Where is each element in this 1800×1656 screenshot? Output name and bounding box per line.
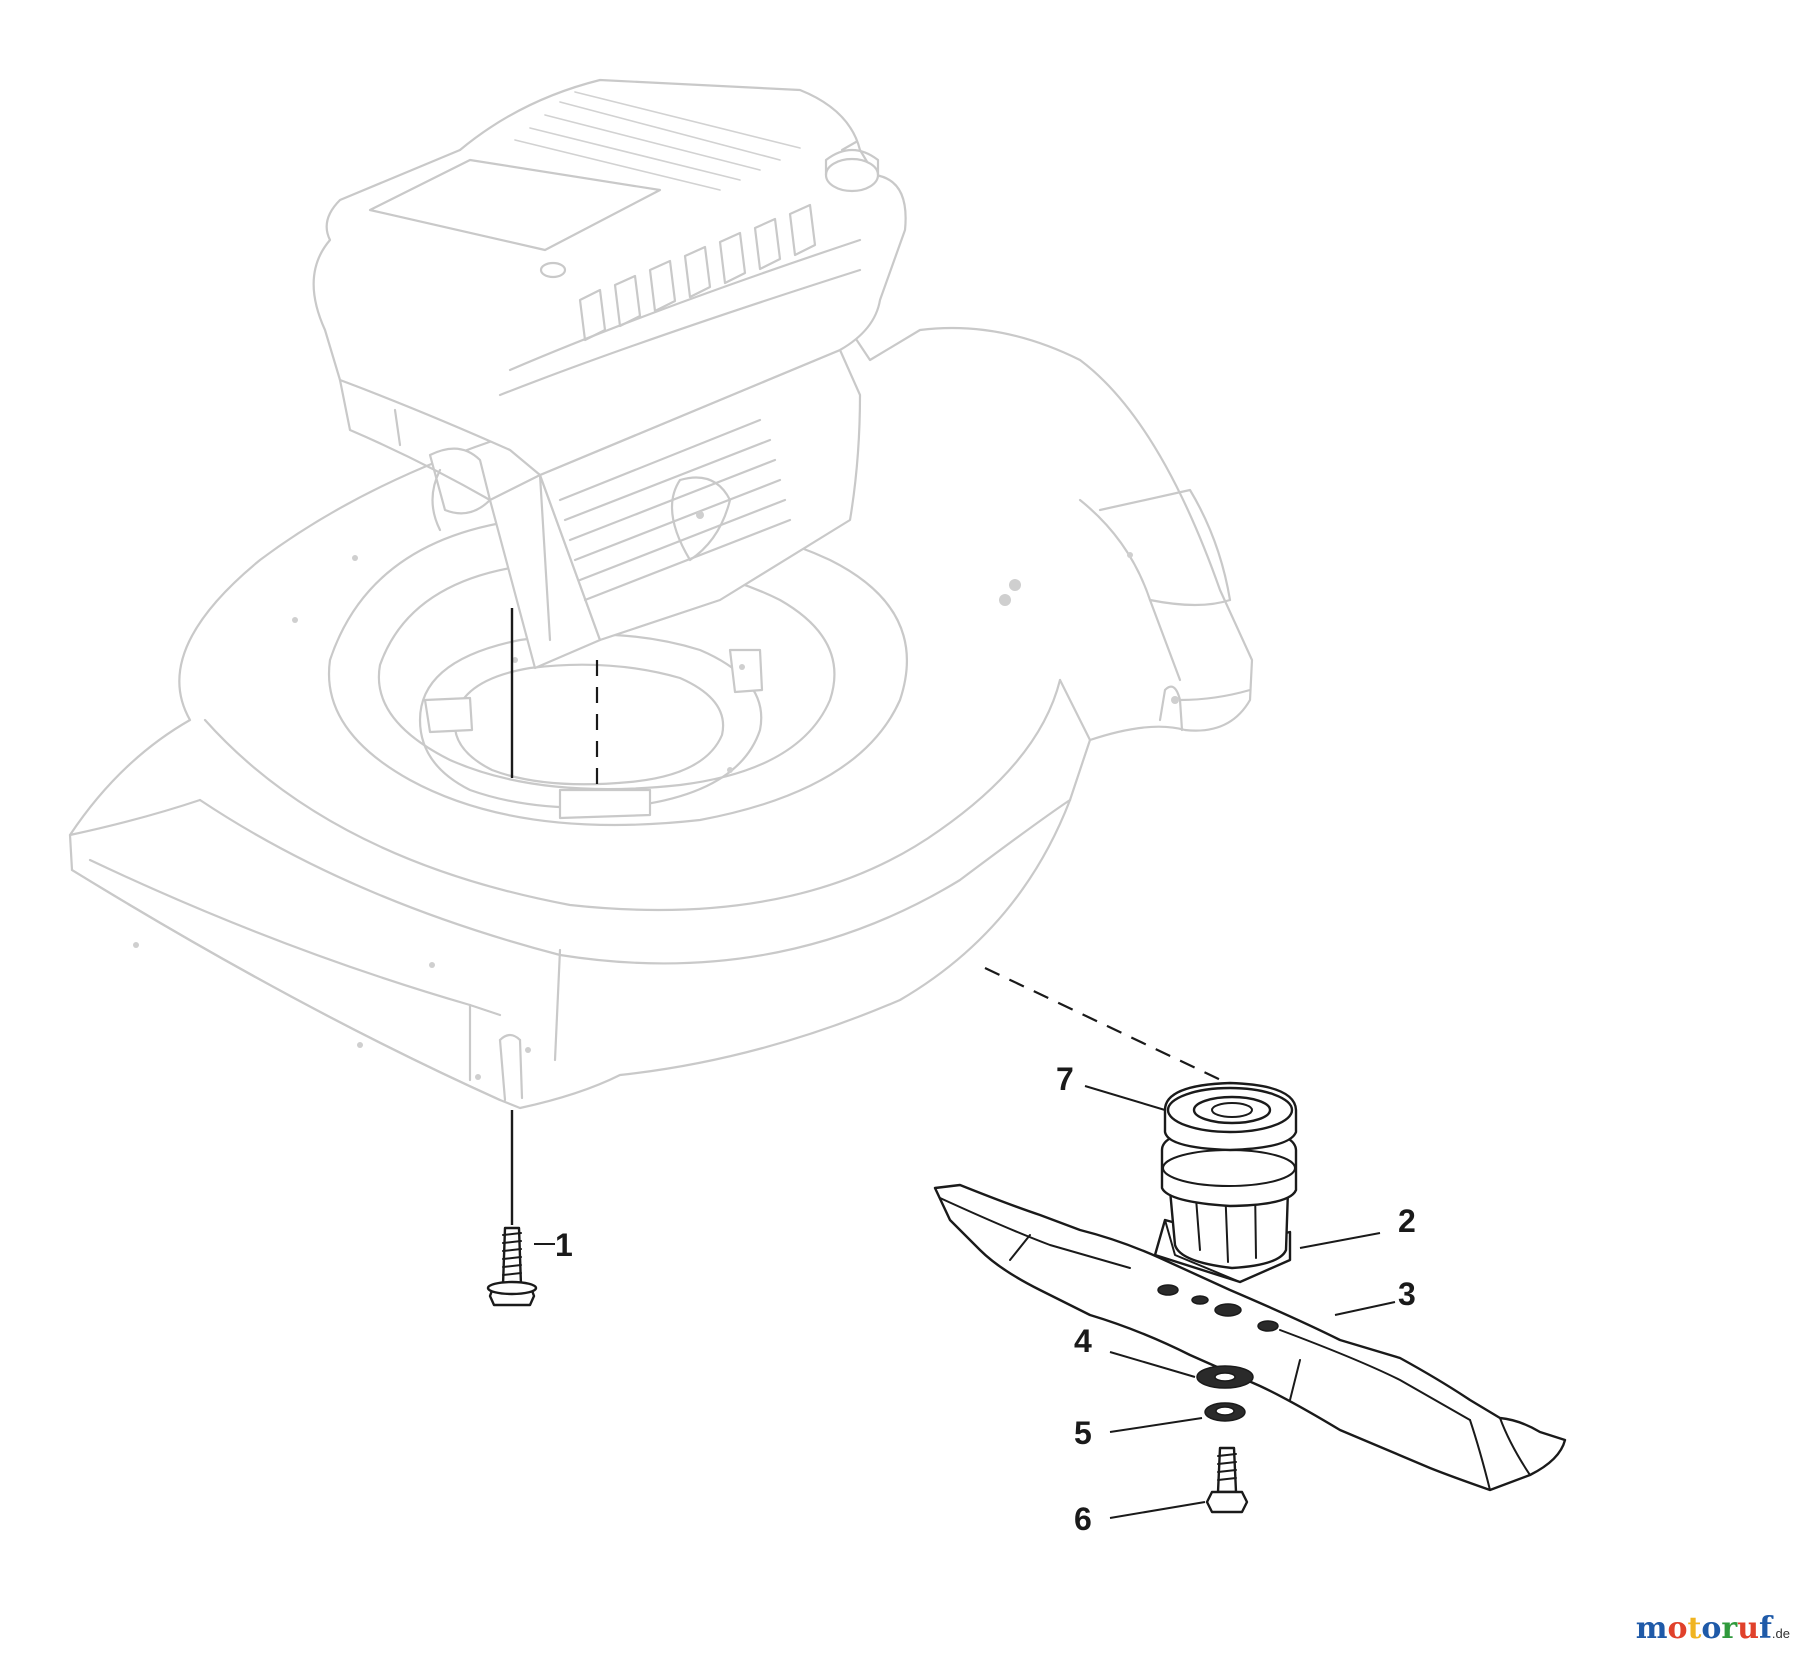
watermark-suffix: .de	[1771, 1626, 1790, 1641]
watermark-letter: u	[1737, 1611, 1760, 1646]
part-3-cutting-blade	[933, 1183, 1567, 1492]
part-5-washer-small	[1109, 1402, 1246, 1433]
watermark-letter: o	[1667, 1611, 1688, 1646]
callout-3: 3	[1398, 1276, 1416, 1312]
callout-4: 4	[1074, 1323, 1092, 1359]
part-4-washer-large	[1109, 1351, 1254, 1389]
watermark-letter: f	[1759, 1611, 1772, 1646]
engine-ghost	[312, 78, 907, 670]
watermark-letter: r	[1721, 1611, 1738, 1646]
callout-2: 2	[1398, 1203, 1416, 1239]
part-6-blade-bolt	[1109, 1446, 1249, 1519]
watermark-letter: o	[1701, 1611, 1722, 1646]
motoruf-watermark-logo: motoruf.de	[1636, 1611, 1790, 1646]
watermark-letter: m	[1635, 1611, 1668, 1646]
callout-5: 5	[1074, 1415, 1092, 1451]
watermark-letter: t	[1687, 1611, 1702, 1646]
watermark-letters: motoruf	[1636, 1611, 1772, 1646]
part-2-blade-adapter	[1153, 1081, 1381, 1284]
mower-deck-ghost	[68, 298, 1254, 1110]
callout-7: 7	[1056, 1061, 1074, 1097]
part-1-bolt	[486, 1226, 555, 1307]
callout-1: 1	[555, 1227, 573, 1263]
callout-6: 6	[1074, 1501, 1092, 1537]
